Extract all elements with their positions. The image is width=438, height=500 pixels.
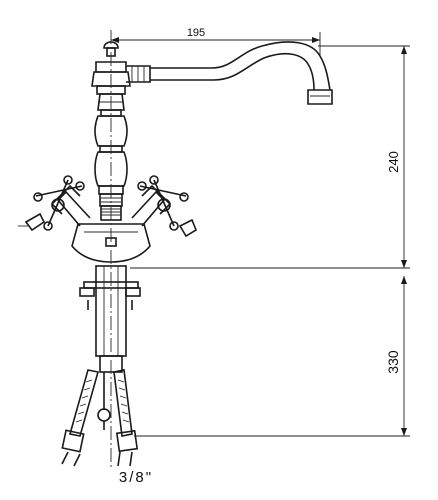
dimension-lower: 330 <box>134 276 410 437</box>
dimension-label-reach: 195 <box>187 27 205 39</box>
left-cross-handle <box>18 175 91 232</box>
mounting-shank <box>79 265 141 373</box>
right-cross-handle <box>131 175 197 238</box>
dimension-label-height: 240 <box>386 151 401 173</box>
dimension-label-lower: 330 <box>385 350 401 374</box>
flexible-hose-right <box>113 369 139 467</box>
dimension-reach: 195 <box>111 27 321 56</box>
flexible-hose-left <box>61 369 100 467</box>
center-rod <box>97 372 111 430</box>
connection-thread-label: 3/8" <box>119 469 153 486</box>
dimension-height: 240 <box>318 45 410 268</box>
spout <box>150 41 333 105</box>
